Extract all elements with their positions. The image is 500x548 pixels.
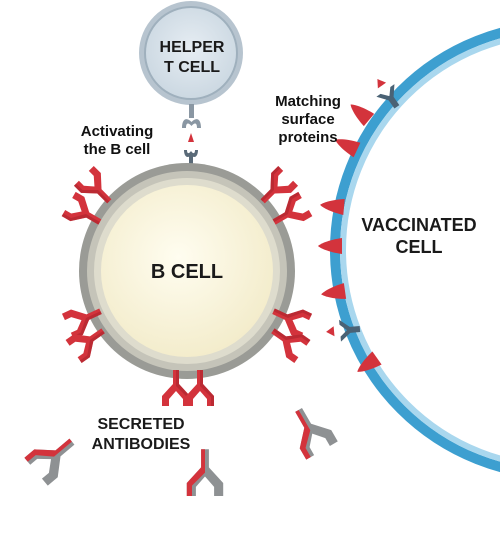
- helper-t-cell-label-line1: HELPER: [160, 39, 225, 56]
- vaccinated-cell: [318, 27, 500, 473]
- b-cell-core: [101, 185, 273, 357]
- vaccinated-cell-label-line1: VACCINATED: [361, 215, 476, 235]
- matching-label-line2: surface: [281, 111, 334, 128]
- secreted-antibodies-label-line2: ANTIBODIES: [92, 436, 191, 453]
- activation-signal: [184, 133, 198, 168]
- secreted-antibody: [24, 427, 84, 486]
- secreted-antibodies-label-line1: SECRETED: [97, 416, 184, 433]
- b-cell-label: B CELL: [151, 261, 223, 283]
- vaccinated-cell-inner-membrane: [340, 38, 500, 462]
- surface-protein: [318, 238, 342, 254]
- b-cell-receptor-top: [184, 150, 198, 168]
- secreted-antibody: [186, 449, 224, 496]
- signal-molecule: [188, 133, 194, 142]
- b-cell: B CELL: [79, 163, 295, 379]
- activating-label-line2: the B cell: [84, 141, 151, 158]
- vaccinated-cell-label-line2: CELL: [396, 237, 443, 257]
- surface-receptor: [326, 319, 361, 342]
- secreted-antibody: [282, 400, 338, 460]
- activating-label-line1: Activating: [81, 123, 154, 140]
- helper-t-cell-core: [144, 6, 238, 100]
- surface-protein: [319, 196, 345, 215]
- surface-receptor: [376, 78, 400, 109]
- matching-label-line3: proteins: [278, 129, 337, 146]
- t-cell-receptor: [182, 104, 201, 128]
- matching-label-line1: Matching: [275, 93, 341, 110]
- helper-t-cell: HELPER T CELL: [139, 1, 243, 128]
- helper-t-cell-label-line2: T CELL: [164, 59, 220, 76]
